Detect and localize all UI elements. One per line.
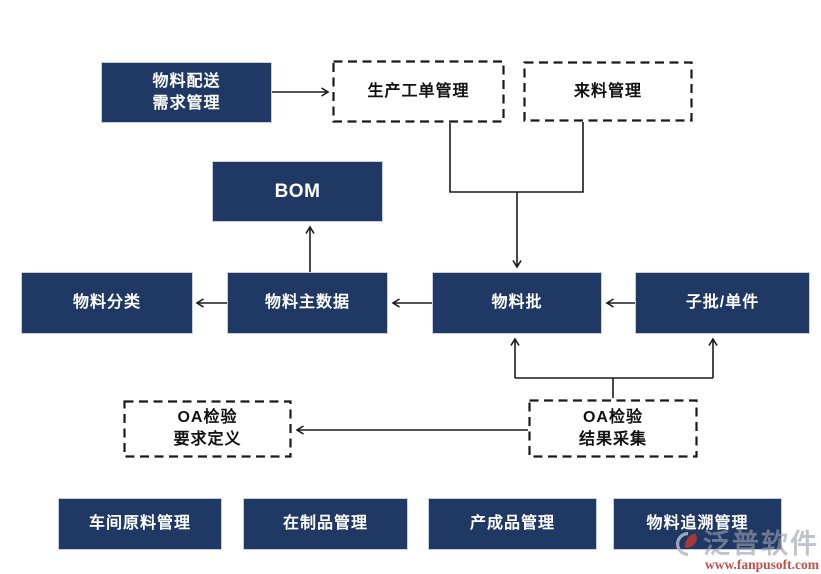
node-bom: BOM [212, 161, 383, 222]
dashed-border [332, 60, 505, 123]
node-label-line2: 需求管理 [152, 94, 221, 112]
node-material-traceability: 物料追溯管理 [613, 498, 782, 550]
node-label-line1: OA检验 [582, 408, 643, 426]
node-label: 在制品管理 [282, 515, 368, 532]
connector-workorder-incoming-join [449, 122, 584, 193]
dashed-border [123, 400, 292, 458]
node-material-category: 物料分类 [21, 272, 193, 334]
node-label: 物料分类 [72, 294, 141, 311]
node-label: 产成品管理 [469, 515, 555, 532]
node-label-line1: 物料配送 [152, 72, 221, 90]
node-label: 物料配送 需求管理 [152, 71, 220, 115]
node-material-batch: 物料批 [432, 272, 602, 334]
node-label: OA检验 要求定义 [173, 407, 241, 451]
node-incoming-material: 来料管理 [523, 61, 693, 122]
watermark-url: www.fanpusoft.com [704, 557, 819, 572]
node-label: 物料追溯管理 [646, 515, 749, 532]
node-work-in-progress: 在制品管理 [243, 498, 408, 550]
node-material-delivery-demand: 物料配送 需求管理 [101, 62, 272, 123]
dashed-border [523, 61, 693, 122]
node-label-line2: 要求定义 [173, 431, 242, 448]
node-production-work-order: 生产工单管理 [332, 60, 505, 123]
node-material-master-data: 物料主数据 [227, 272, 388, 334]
node-oa-inspection-result: OA检验 结果采集 [528, 399, 698, 458]
node-label: 车间原料管理 [88, 515, 191, 532]
node-label: BOM [274, 180, 321, 202]
node-oa-inspection-requirement: OA检验 要求定义 [123, 400, 292, 458]
node-finished-goods: 产成品管理 [428, 498, 597, 550]
node-label: OA检验 结果采集 [579, 407, 647, 451]
node-label-line1: OA检验 [177, 409, 238, 426]
dashed-border [528, 399, 698, 458]
connector-result-split [515, 377, 713, 398]
node-sub-batch-unit: 子批/单件 [635, 272, 810, 334]
node-label: 物料批 [491, 294, 543, 311]
node-label-line2: 结果采集 [578, 430, 647, 448]
node-label: 物料主数据 [264, 294, 350, 311]
node-workshop-raw-material: 车间原料管理 [58, 498, 222, 550]
node-label: 子批/单件 [685, 294, 760, 311]
node-label: 来料管理 [573, 82, 642, 100]
node-label: 生产工单管理 [367, 82, 470, 100]
